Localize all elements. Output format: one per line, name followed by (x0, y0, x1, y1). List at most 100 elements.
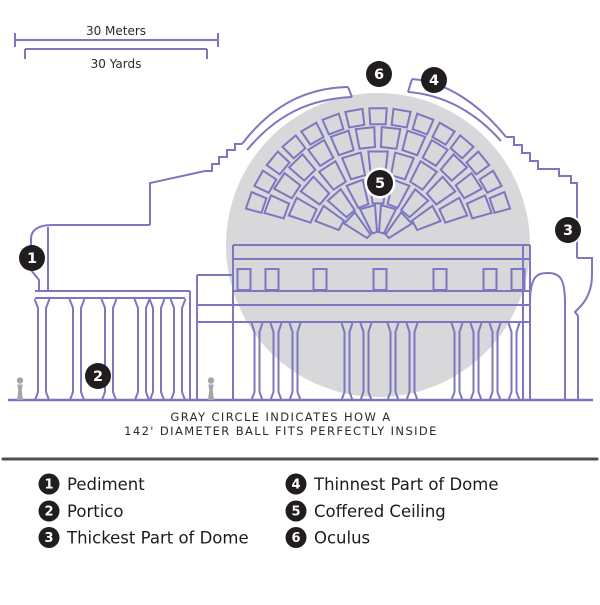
coffer-cell (329, 129, 355, 157)
interior-column (469, 322, 483, 401)
coffer-cell (439, 152, 469, 182)
portico-column (133, 298, 151, 401)
coffer-cell (313, 204, 346, 232)
interior-column (250, 322, 264, 401)
marker-portico-number: 2 (93, 369, 103, 385)
coffer-cell (317, 159, 348, 192)
coffer-cell (281, 133, 307, 160)
legend-label-oculus: Oculus (314, 529, 370, 548)
portico-columns (33, 298, 187, 401)
caption: GRAY CIRCLE INDICATES HOW A 142' DIAMETE… (124, 410, 438, 438)
scale-meters-bracket (14, 33, 219, 47)
coffer-cell (386, 178, 411, 210)
coffer-cell (344, 107, 366, 129)
attic-windows (236, 268, 526, 291)
coffer-cell (488, 190, 512, 215)
right-wall-upper (546, 168, 578, 258)
caption-line1: GRAY CIRCLE INDICATES HOW A (170, 410, 391, 424)
legend: 1 Pediment 2 Portico 3 Thickest Part of … (38, 473, 499, 548)
attic-window (432, 268, 448, 291)
coffer-cell (299, 175, 331, 206)
human-figure-left (16, 377, 24, 400)
coffer-cell (345, 178, 370, 210)
coffer-cell (299, 121, 325, 147)
coffer-cell (287, 152, 317, 182)
attic-window (482, 268, 498, 291)
scale-yards-bracket (24, 48, 208, 59)
legend-label-portico: Portico (67, 502, 123, 521)
oculus-lip-left (347, 86, 353, 98)
coffer-cell (454, 171, 484, 200)
attic-window (372, 268, 388, 291)
coffer-cell (408, 159, 439, 192)
coffer-cell (263, 193, 291, 220)
marker-oculus: 6 (366, 61, 392, 87)
dome-shell-left-outer (241, 86, 349, 145)
legend-label-pediment: Pediment (67, 475, 145, 494)
portico-column (148, 298, 166, 401)
coffer-cell (287, 196, 318, 224)
coffer-cell (326, 187, 357, 219)
marker-portico: 2 (85, 363, 111, 389)
interior-column (488, 322, 502, 401)
attic-window (236, 268, 252, 291)
coffer-cell (244, 190, 268, 215)
coffer-cell (425, 175, 457, 206)
attic-window (264, 268, 280, 291)
interior-columns (250, 322, 521, 401)
coffer-cell (306, 138, 335, 168)
coffer-cell (321, 112, 345, 136)
legend-num-2: 2 (44, 505, 53, 520)
scale-bars: 30 Meters 30 Yards (14, 24, 219, 71)
marker-thickest-dome: 3 (553, 215, 583, 245)
right-wall-cornice (573, 257, 593, 400)
coffer-cell (253, 169, 278, 195)
coffer-cell (272, 171, 302, 200)
coffer-cell (421, 138, 450, 168)
coffer-cell (449, 133, 475, 160)
portico-column (68, 298, 86, 401)
coffer-cell (354, 125, 377, 150)
interior-column (507, 322, 521, 401)
coffer-cell (438, 196, 469, 224)
coffer-cell (410, 204, 443, 232)
portico-column (33, 298, 51, 401)
coffer-cell (384, 210, 414, 240)
coffer-cell (465, 193, 493, 220)
caption-line2: 142' DIAMETER BALL FITS PERFECTLY INSIDE (124, 424, 438, 438)
coffer-cell (342, 210, 372, 240)
dome-shell-left-inner (246, 96, 353, 151)
marker-pediment-number: 1 (27, 251, 37, 267)
coffer-cell (399, 187, 430, 219)
coffer-cell (465, 150, 491, 176)
human-figure-right (207, 377, 215, 400)
marker-thinnest-number: 4 (429, 73, 439, 89)
dome-steps-left (205, 143, 242, 172)
apse-arch (529, 271, 566, 400)
legend-label-thickest: Thickest Part of Dome (66, 529, 249, 548)
attic-window (312, 268, 328, 291)
legend-num-3: 3 (44, 531, 53, 546)
junction-walls (189, 274, 233, 400)
attic-window (510, 268, 526, 291)
portico-column (100, 298, 118, 401)
legend-item-thickest: 3 Thickest Part of Dome (38, 527, 249, 548)
portico-column (169, 298, 187, 401)
coffer-cell (411, 112, 435, 136)
marker-thinnest-dome: 4 (421, 67, 447, 93)
marker-coffered-number: 5 (375, 176, 385, 192)
legend-num-1: 1 (44, 478, 53, 493)
interior-column (359, 322, 373, 401)
legend-label-thinnest: Thinnest Part of Dome (313, 475, 499, 494)
legend-item-coffered: 5 Coffered Ceiling (285, 500, 446, 522)
interior-column (386, 322, 400, 401)
dome-steps-right (506, 136, 546, 170)
coffer-cell (379, 125, 402, 150)
legend-item-thinnest: 4 Thinnest Part of Dome (285, 473, 499, 495)
interior-column (450, 322, 464, 401)
scale-yards-label: 30 Yards (91, 57, 142, 71)
interior-column (340, 322, 354, 401)
interior-column (405, 322, 419, 401)
